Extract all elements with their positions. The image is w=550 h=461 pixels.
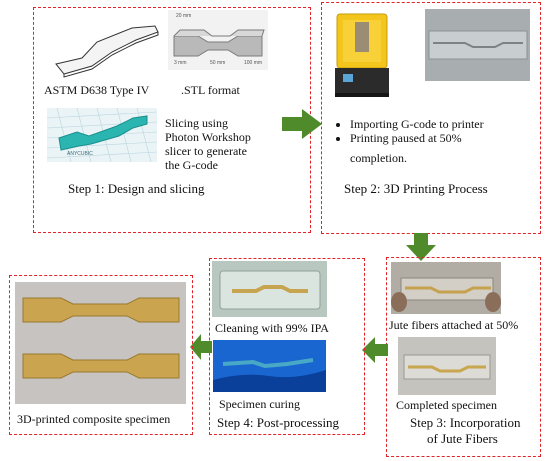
step2-box xyxy=(321,2,541,234)
stl-model-image: 20 mm 3 mm 50 mm 100 mm xyxy=(168,10,268,70)
arrow-left-2 xyxy=(190,334,212,360)
ipa-cleaning-image xyxy=(212,261,327,317)
jute-attached-image xyxy=(391,262,501,314)
step3-title-line-1: Step 3: Incorporation xyxy=(410,415,521,430)
step2-bullet-1: Importing G-code to printer xyxy=(350,117,484,131)
step3-title-line-2: of Jute Fibers xyxy=(427,431,498,446)
step2-bullet-2-cont: completion. xyxy=(350,151,407,165)
stl-dim-1: 20 mm xyxy=(176,13,192,19)
arrow-right-1 xyxy=(282,109,322,139)
completed-specimen-caption: Completed specimen xyxy=(396,398,497,412)
completed-specimen-image xyxy=(398,337,496,395)
step4-title: Step 4: Post-processing xyxy=(217,415,340,430)
step2-bullet-2: Printing paused at 50% xyxy=(350,131,484,145)
slicing-line-1: Slicing using xyxy=(165,116,229,130)
slicer-brand-text: ANYCUBIC xyxy=(67,151,93,157)
step2-bullets: Importing G-code to printer Printing pau… xyxy=(336,117,484,145)
slicer-screenshot: ANYCUBIC xyxy=(47,108,157,162)
arrow-down xyxy=(406,233,436,261)
dogbone-drawing xyxy=(55,25,159,78)
slicing-line-2: Photon Workshop xyxy=(165,130,251,144)
jute-attached-caption: Jute fibers attached at 50% xyxy=(389,318,519,332)
slicing-line-4: the G-code xyxy=(165,158,218,172)
curing-image xyxy=(213,340,326,392)
step1-title: Step 1: Design and slicing xyxy=(68,181,205,196)
arrow-left-1 xyxy=(362,337,388,363)
slicing-line-3: slicer to generate xyxy=(165,144,247,158)
final-caption: 3D-printed composite specimen xyxy=(17,412,171,426)
final-box xyxy=(9,275,193,435)
ipa-cleaning-caption: Cleaning with 99% IPA xyxy=(215,321,329,335)
final-specimen-image xyxy=(15,282,186,404)
stl-dim-2: 3 mm xyxy=(174,60,187,66)
curing-caption: Specimen curing xyxy=(219,397,300,411)
dogbone-label: ASTM D638 Type IV xyxy=(44,83,150,97)
print-bed-image xyxy=(425,9,530,81)
stl-label: .STL format xyxy=(181,83,240,97)
stl-dim-4: 100 mm xyxy=(244,60,263,66)
printer-image xyxy=(333,8,395,98)
stl-dim-3: 50 mm xyxy=(210,60,226,66)
step2-title: Step 2: 3D Printing Process xyxy=(344,181,488,196)
step3-box xyxy=(386,257,541,457)
